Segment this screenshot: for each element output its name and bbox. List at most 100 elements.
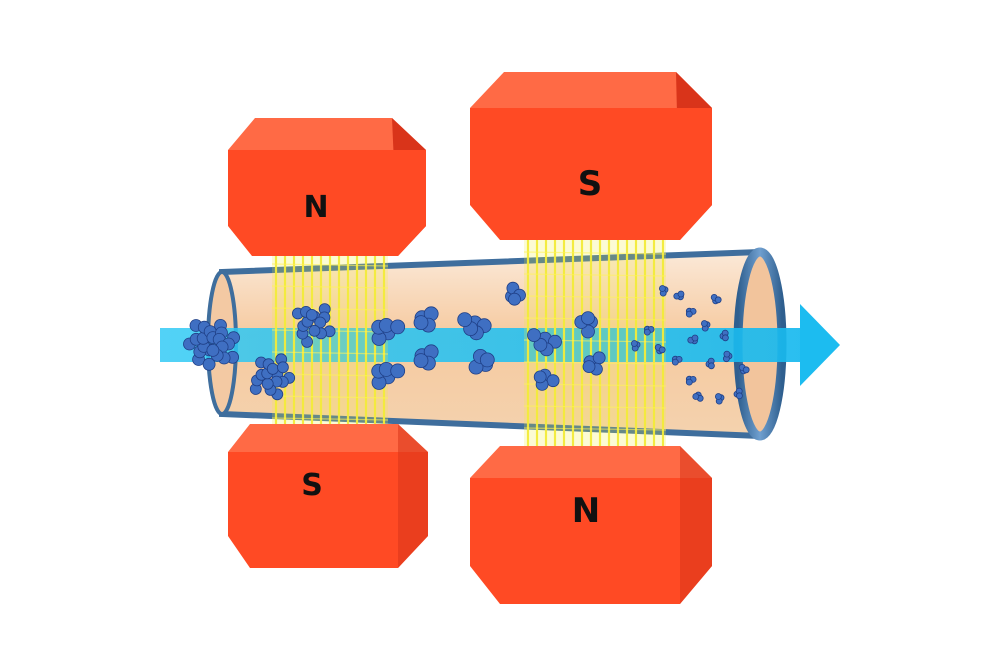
particle-cluster bbox=[715, 393, 725, 405]
particle bbox=[742, 366, 750, 374]
particle-cluster bbox=[574, 311, 598, 339]
field-line-cross bbox=[523, 251, 667, 255]
magnet-right-bottom: N bbox=[470, 446, 712, 604]
field-line-cross bbox=[271, 417, 389, 421]
particle bbox=[722, 334, 729, 342]
particle bbox=[592, 351, 606, 365]
particle bbox=[508, 292, 521, 306]
magnet-left-bottom: S bbox=[228, 424, 428, 568]
particle-cluster bbox=[631, 340, 641, 352]
particle-cluster bbox=[505, 281, 526, 306]
particle-cluster bbox=[654, 343, 666, 355]
magnet-pole-label: S bbox=[578, 164, 603, 204]
particle-cluster bbox=[723, 350, 733, 363]
magnet-front-face bbox=[228, 150, 426, 256]
particle bbox=[671, 358, 679, 366]
particle bbox=[708, 362, 715, 370]
particle-cluster bbox=[719, 329, 729, 342]
particle bbox=[390, 363, 406, 379]
particle-cluster bbox=[692, 391, 704, 402]
magnet-top-face bbox=[470, 72, 712, 108]
particle bbox=[413, 315, 429, 331]
particle-cluster bbox=[413, 344, 439, 371]
particle bbox=[308, 324, 321, 337]
field-line-cross bbox=[523, 273, 667, 277]
particle bbox=[305, 308, 318, 321]
particle-cluster bbox=[659, 285, 669, 297]
particle-cluster bbox=[673, 290, 685, 301]
particle-cluster bbox=[738, 363, 750, 375]
particle bbox=[546, 374, 560, 388]
particle bbox=[714, 296, 722, 304]
particle bbox=[677, 290, 685, 298]
field-line-cross bbox=[523, 405, 667, 409]
particle bbox=[631, 340, 638, 347]
particle-cluster bbox=[710, 293, 722, 305]
magnet-left-top: N bbox=[228, 118, 426, 256]
particle bbox=[643, 328, 651, 336]
field-line-cross bbox=[271, 285, 389, 289]
particle-cluster bbox=[582, 351, 606, 376]
field-line-cross bbox=[523, 295, 667, 299]
particles bbox=[183, 281, 750, 405]
particle bbox=[658, 346, 666, 354]
particle-cluster bbox=[371, 317, 406, 346]
magnet-side-face bbox=[680, 446, 712, 604]
particle-cluster bbox=[685, 307, 697, 318]
magnet-pole-label: N bbox=[303, 190, 328, 225]
particle bbox=[390, 319, 406, 335]
particle bbox=[659, 285, 666, 292]
magnet-top-face bbox=[228, 118, 426, 150]
magnet-pole-label: N bbox=[572, 491, 600, 531]
magnet-side-face bbox=[398, 424, 428, 568]
particle bbox=[276, 361, 289, 374]
magnet-front-face bbox=[228, 452, 428, 568]
particle bbox=[527, 328, 541, 343]
particle-cluster bbox=[685, 375, 697, 386]
particle bbox=[701, 320, 708, 327]
particle bbox=[723, 350, 731, 358]
particle bbox=[685, 378, 693, 386]
particle-cluster bbox=[687, 334, 699, 345]
magnet-front-face bbox=[470, 108, 712, 240]
flow-arrow-head bbox=[800, 304, 840, 386]
particle-cluster bbox=[183, 318, 241, 371]
magnet-front-face bbox=[470, 478, 712, 604]
particle bbox=[533, 370, 547, 384]
field-line-cross bbox=[271, 351, 389, 355]
field-line-cross bbox=[271, 395, 389, 399]
particle bbox=[685, 310, 693, 318]
particle bbox=[266, 362, 279, 375]
particle-cluster bbox=[291, 303, 336, 348]
particle bbox=[691, 334, 699, 342]
magnet-pole-label: S bbox=[301, 468, 323, 503]
particle bbox=[206, 343, 220, 357]
particle-cluster bbox=[527, 328, 562, 357]
field-line-cross bbox=[271, 263, 389, 267]
particle-cluster bbox=[468, 348, 495, 375]
particle bbox=[581, 311, 595, 326]
particle-cluster bbox=[413, 306, 439, 333]
particle bbox=[457, 312, 473, 328]
particle bbox=[692, 393, 700, 400]
particle-cluster bbox=[643, 325, 655, 336]
particle-cluster bbox=[733, 387, 743, 400]
particle bbox=[413, 353, 429, 369]
magnet-top-face bbox=[228, 424, 428, 452]
particle-cluster bbox=[457, 312, 492, 341]
magnetic-field-lines-left bbox=[271, 252, 389, 432]
particle-cluster bbox=[371, 361, 406, 390]
particle bbox=[533, 337, 548, 352]
particle-cluster bbox=[705, 357, 715, 370]
particle bbox=[479, 352, 495, 368]
particle bbox=[715, 393, 722, 400]
particle-cluster bbox=[701, 320, 711, 332]
magnet-top-face bbox=[470, 446, 712, 478]
field-line-cross bbox=[523, 427, 667, 431]
particle bbox=[582, 360, 596, 374]
particle-cluster bbox=[533, 368, 560, 391]
particle-cluster bbox=[671, 355, 683, 366]
particle bbox=[736, 392, 743, 400]
magnet-right-top: S bbox=[470, 72, 712, 240]
